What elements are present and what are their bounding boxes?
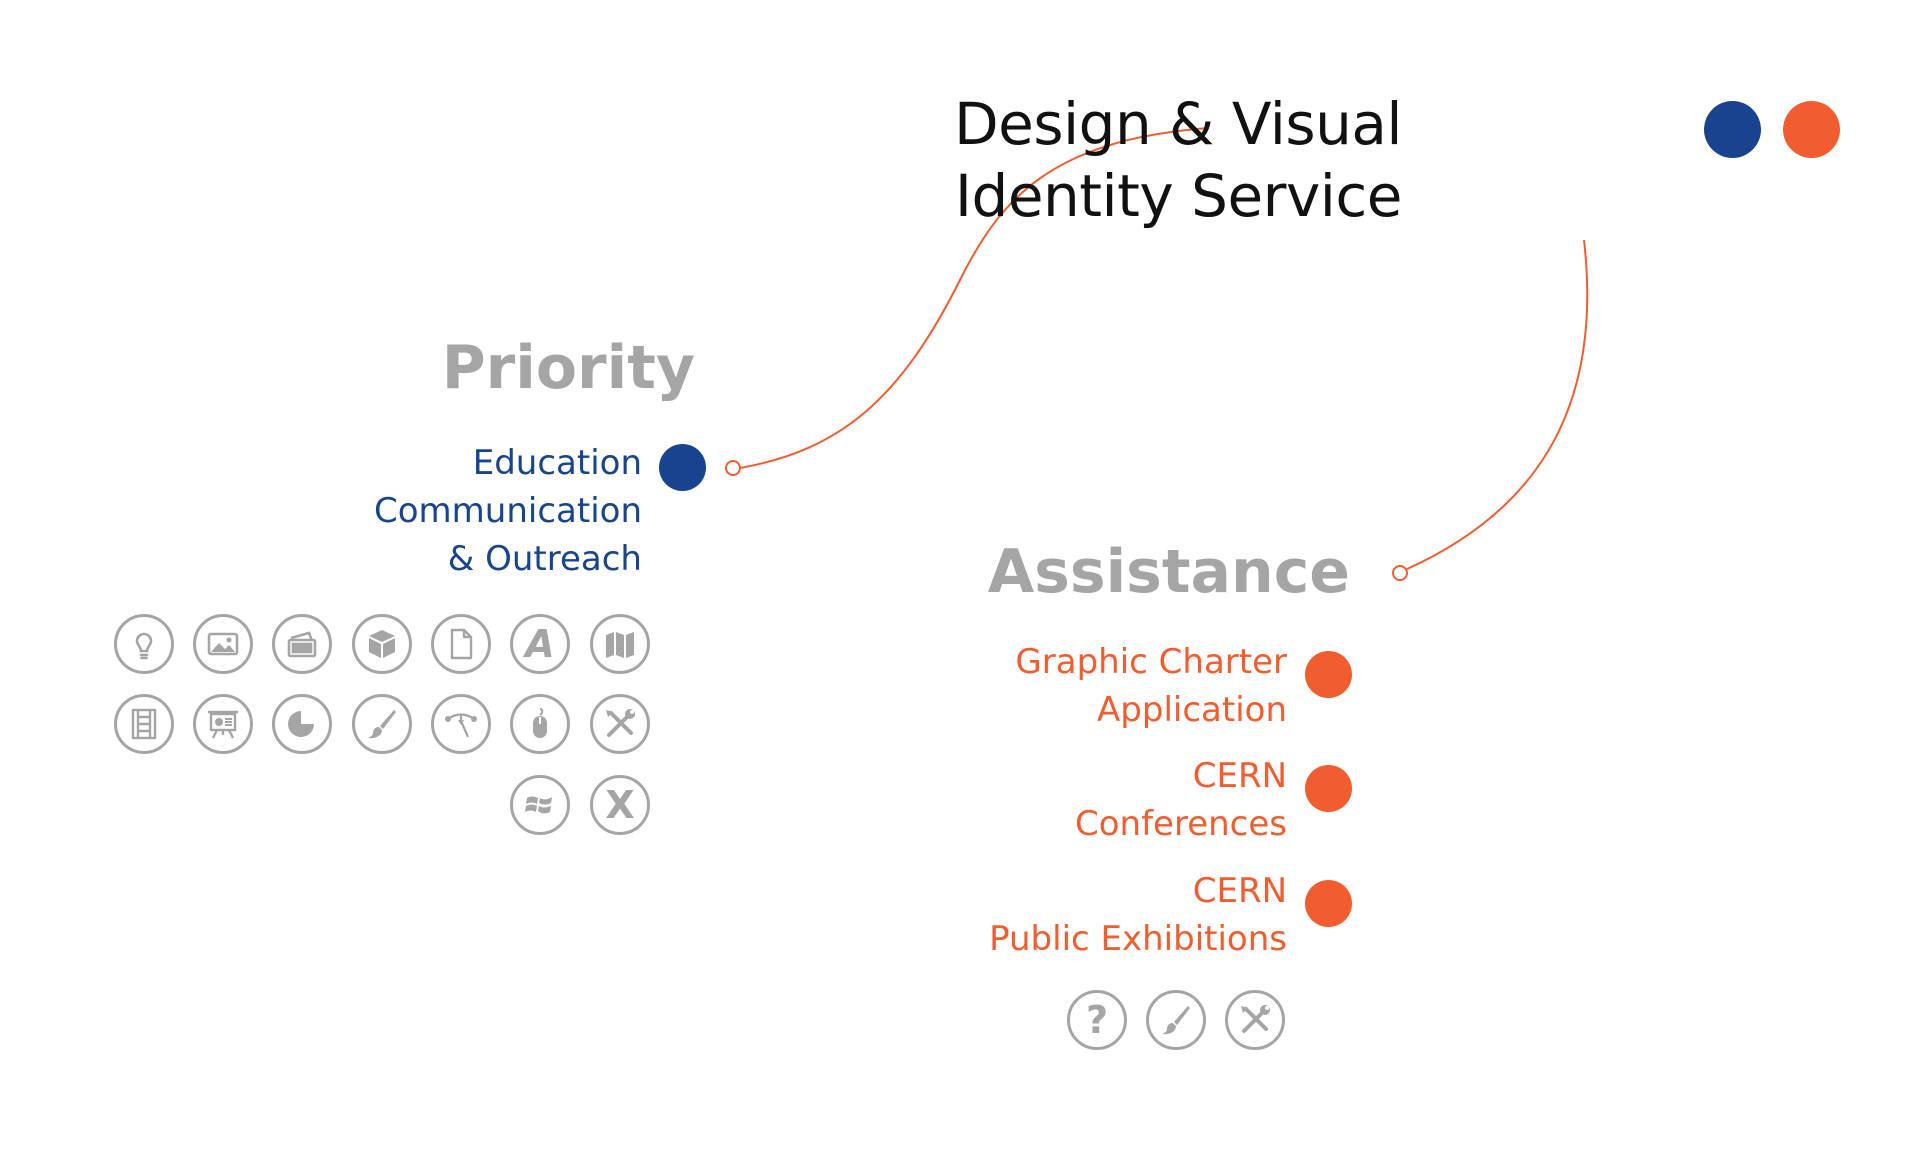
assistance-item-cern-exhibitions: CERN Public Exhibitions <box>989 867 1287 963</box>
excel-x-glyph: X <box>605 783 635 827</box>
document-icon <box>431 614 491 674</box>
priority-connector-endpoint <box>725 460 741 476</box>
brush-icon <box>352 694 412 754</box>
font-a-glyph: A <box>525 622 555 666</box>
assistance-item-dot <box>1305 765 1352 812</box>
priority-item-line: Education <box>472 443 642 483</box>
mouse-icon <box>510 694 570 754</box>
map-icon <box>590 614 650 674</box>
lightbulb-icon <box>114 614 174 674</box>
assistance-item-dot <box>1305 880 1352 927</box>
priority-item-education: Education Communication & Outreach <box>374 439 642 583</box>
assistance-item-graphic-charter: Graphic Charter Application <box>1015 638 1287 734</box>
assistance-item-line: Public Exhibitions <box>989 919 1287 959</box>
title-dot-blue <box>1704 101 1761 158</box>
title-line-1: Design & Visual <box>953 90 1403 158</box>
assistance-heading: Assistance <box>987 537 1350 607</box>
tools-icon <box>1225 990 1285 1050</box>
cube-icon <box>352 614 412 674</box>
assistance-item-line: Graphic Charter <box>1015 642 1287 682</box>
title-line-2: Identity Service <box>954 162 1403 230</box>
font-a-icon: A <box>510 614 570 674</box>
priority-item-dot <box>659 444 706 491</box>
brush-icon <box>1146 990 1206 1050</box>
tools-icon <box>590 694 650 754</box>
connector-title-to-assistance <box>1406 239 1589 570</box>
assistance-item-line: CERN <box>1192 756 1287 796</box>
presentation-icon <box>193 694 253 754</box>
pie-chart-icon <box>272 694 332 754</box>
assistance-item-line: Conferences <box>1074 804 1287 844</box>
image-icon <box>193 614 253 674</box>
page-title: Design & Visual Identity Service <box>802 88 1403 232</box>
assistance-item-dot <box>1305 651 1352 698</box>
assistance-connector-endpoint <box>1392 565 1408 581</box>
priority-item-line: & Outreach <box>447 539 642 579</box>
excel-x-icon: X <box>590 775 650 835</box>
photo-stack-icon <box>272 614 332 674</box>
priority-heading: Priority <box>441 333 695 403</box>
priority-item-line: Communication <box>374 491 642 531</box>
help-icon: ? <box>1067 990 1127 1050</box>
connector-title-to-priority <box>739 127 1209 469</box>
title-dot-orange <box>1783 101 1840 158</box>
assistance-item-line: CERN <box>1192 871 1287 911</box>
help-glyph: ? <box>1085 998 1109 1042</box>
windows-icon <box>510 775 570 835</box>
film-icon <box>114 694 174 754</box>
vector-path-icon <box>431 694 491 754</box>
assistance-item-cern-conferences: CERN Conferences <box>1075 752 1287 848</box>
assistance-item-line: Application <box>1097 690 1287 730</box>
